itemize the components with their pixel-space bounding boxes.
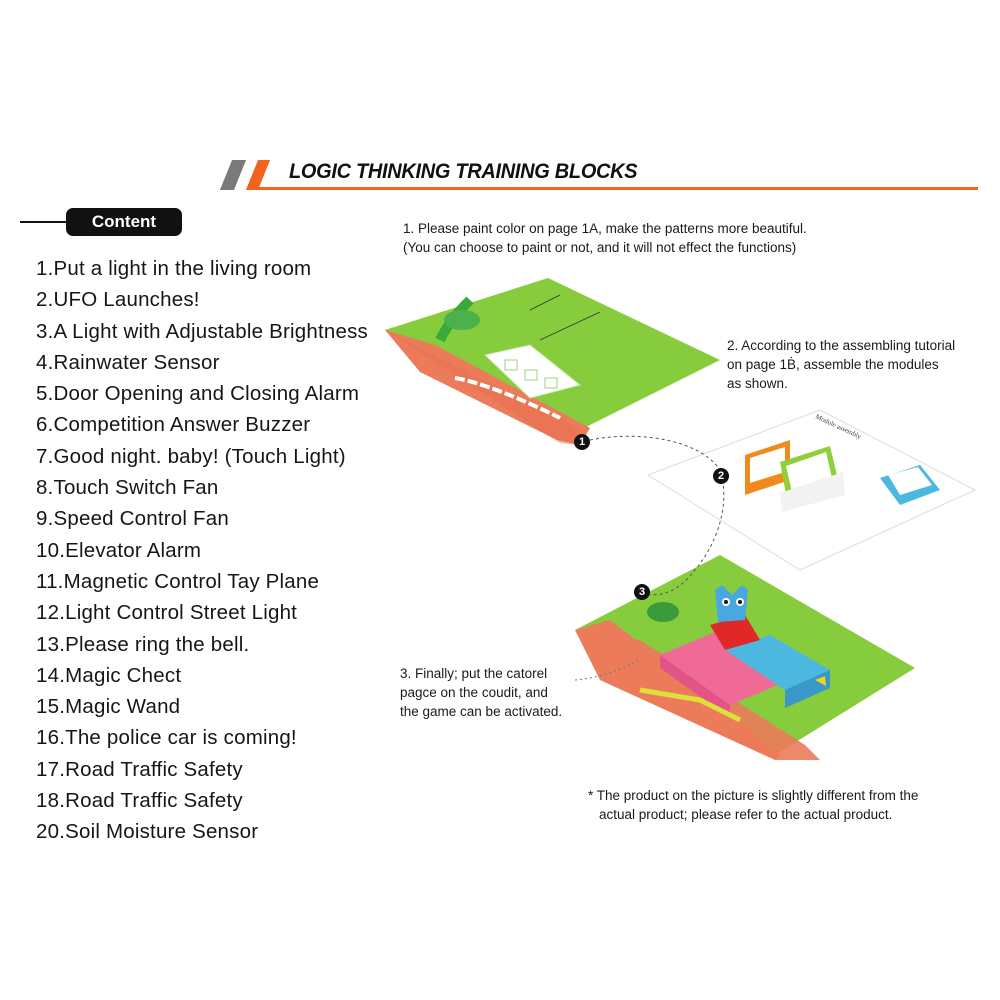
list-item: 20.Soil Moisture Sensor [36, 820, 259, 844]
list-item: 9.Speed Control Fan [36, 507, 229, 531]
step-badge-1: 1 [574, 434, 590, 450]
list-item: 12.Light Control Street Light [36, 601, 298, 625]
list-item: 3.A Light with Adjustable Brightness [36, 319, 368, 343]
list-item: 15.Magic Wand [36, 695, 181, 719]
page-title: LOGIC THINKING TRAINING BLOCKS [289, 160, 638, 183]
step2-line: on page 1Ḃ, assemble the modules [727, 357, 939, 372]
list-item: 4.Rainwater Sensor [36, 350, 220, 374]
step3-line: the game can be activated. [400, 704, 563, 719]
step2-module-sheet: Module assembly [646, 409, 977, 571]
owl-icon [715, 585, 748, 622]
note-line: actual product; please refer to the actu… [599, 807, 893, 822]
list-item: 2.UFO Launches! [36, 288, 200, 312]
list-item: 16.The police car is coming! [36, 726, 297, 750]
list-item: 1.Put a light in the living room [36, 257, 312, 280]
list-item: 5.Door Opening and Closing Alarm [36, 382, 360, 406]
content-label-line [20, 221, 70, 223]
list-item: 18.Road Traffic Safety [36, 789, 243, 813]
step1-instructions: 1. Please paint color on page 1A, make t… [403, 219, 807, 257]
pattern-panel [483, 344, 582, 399]
list-item: 11.Magnetic Control Tay Plane [36, 569, 320, 593]
tree-icon [647, 602, 679, 622]
note-line: * The product on the picture is slightly… [588, 788, 919, 803]
step2-line: 2. According to the assembling tutorial [727, 338, 956, 353]
content-label: Content [66, 208, 182, 236]
list-item: 14.Magic Chect [36, 663, 182, 687]
step3-final-board [575, 555, 915, 760]
header-underline [248, 187, 978, 190]
step-badge-2: 2 [713, 468, 729, 484]
step3-line: 3. Finally; put the catorel [400, 666, 548, 681]
step3-instructions: 3. Finally; put the catorel pagce on the… [400, 664, 562, 721]
list-item: 8.Touch Switch Fan [36, 476, 219, 500]
red-pillow [710, 615, 760, 650]
pink-block [660, 630, 790, 705]
step1-line: (You can choose to paint or not, and it … [403, 240, 797, 255]
step2-line: as shown. [727, 376, 788, 391]
list-item: 6.Competition Answer Buzzer [36, 413, 311, 437]
step-badge-3: 3 [634, 584, 650, 600]
list-item: 17.Road Traffic Safety [36, 757, 243, 781]
disclaimer-note: * The product on the picture is slightly… [588, 786, 918, 824]
list-item: 7.Good night. baby! (Touch Light) [36, 444, 346, 468]
step1-painted-board [385, 278, 720, 445]
list-item: 13.Please ring the bell. [36, 632, 250, 656]
step2-instructions: 2. According to the assembling tutorial … [727, 336, 955, 393]
step3-line: pagce on the coudit, and [400, 685, 548, 700]
blue-block [725, 635, 830, 690]
content-list: 1.Put a light in the living room 2.UFO L… [36, 253, 368, 848]
step3-pointer [574, 659, 641, 681]
list-item: 10.Elevator Alarm [36, 538, 202, 562]
step1-line: 1. Please paint color on page 1A, make t… [403, 221, 807, 236]
